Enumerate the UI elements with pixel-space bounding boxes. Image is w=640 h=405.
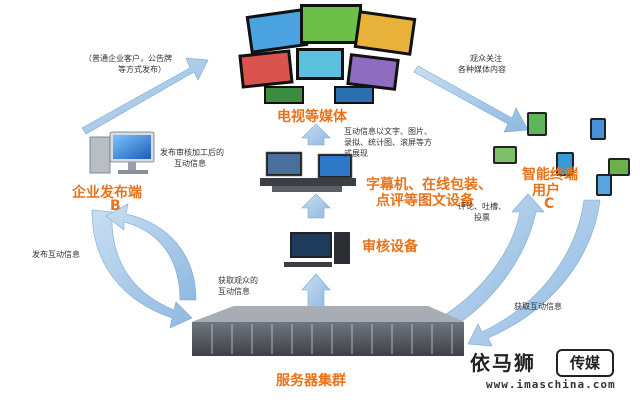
- enterprise-computer: [89, 131, 155, 174]
- enterprise-title: 企业发布端: [72, 185, 142, 201]
- note-get-audience-line2: 互动信息: [218, 287, 250, 296]
- terminal-title: 智能终端: [522, 167, 578, 183]
- arrow-review-to-captions: [301, 193, 331, 219]
- review-workstation: [284, 232, 350, 267]
- captions-title-line1: 字幕机、在线包装、: [366, 177, 492, 193]
- review-title: 审核设备: [362, 239, 418, 255]
- note-comment-line2: 投票: [474, 213, 490, 222]
- terminal-devices: [493, 112, 630, 196]
- arrow-terminal-to-server: [467, 199, 601, 347]
- note-top-right-line2: 各种媒体内容: [458, 65, 506, 74]
- arrow-enterprise-to-media: [81, 57, 209, 135]
- note-comment-line1: 评论、吐槽、: [458, 202, 506, 211]
- tv-media-screens: [238, 4, 417, 104]
- note-media-display-line2: 录拟、统计图、滚屏等方: [344, 138, 432, 147]
- arrow-server-to-terminal: [439, 193, 545, 331]
- note-media-display-line1: 互动信息以文字、图片、: [344, 127, 432, 136]
- watermark-brand: 依马狮: [470, 351, 536, 375]
- note-top-left-line2: 等方式发布）: [118, 65, 166, 74]
- note-enterprise-processed-line1: 发布审核加工后的: [160, 148, 224, 157]
- note-get-audience-line1: 获取观众的: [218, 276, 258, 285]
- tv-media-title: 电视等媒体: [277, 109, 347, 125]
- captions-title-line2: 点评等图文设备: [376, 193, 474, 209]
- watermark-url: www.imaschina.com: [486, 378, 616, 391]
- servers-title: 服务器集群: [276, 373, 346, 389]
- arrow-media-to-terminal: [413, 65, 529, 133]
- captions-equipment: [260, 151, 356, 192]
- note-media-display-line3: 式展现: [344, 149, 368, 158]
- note-enterprise-processed-line2: 互动信息: [174, 159, 206, 168]
- arrow-enterprise-publish-down: [91, 209, 193, 329]
- terminal-subtitle: 用户: [532, 183, 560, 199]
- enterprise-letter: B: [110, 198, 121, 214]
- note-left-publish: 发布互动信息: [32, 250, 80, 259]
- watermark-badge: 传媒: [556, 349, 614, 377]
- terminal-letter: C: [544, 196, 555, 212]
- note-right-get-info: 获取互动信息: [514, 302, 562, 311]
- note-top-right-line1: 观众关注: [470, 54, 502, 63]
- server-cluster: [192, 306, 464, 356]
- arrow-server-to-review: [301, 273, 331, 309]
- arrow-server-to-enterprise: [105, 203, 197, 301]
- note-top-left-line1: （普通企业客户，公告牌: [84, 54, 172, 63]
- arrow-captions-to-media: [301, 123, 331, 146]
